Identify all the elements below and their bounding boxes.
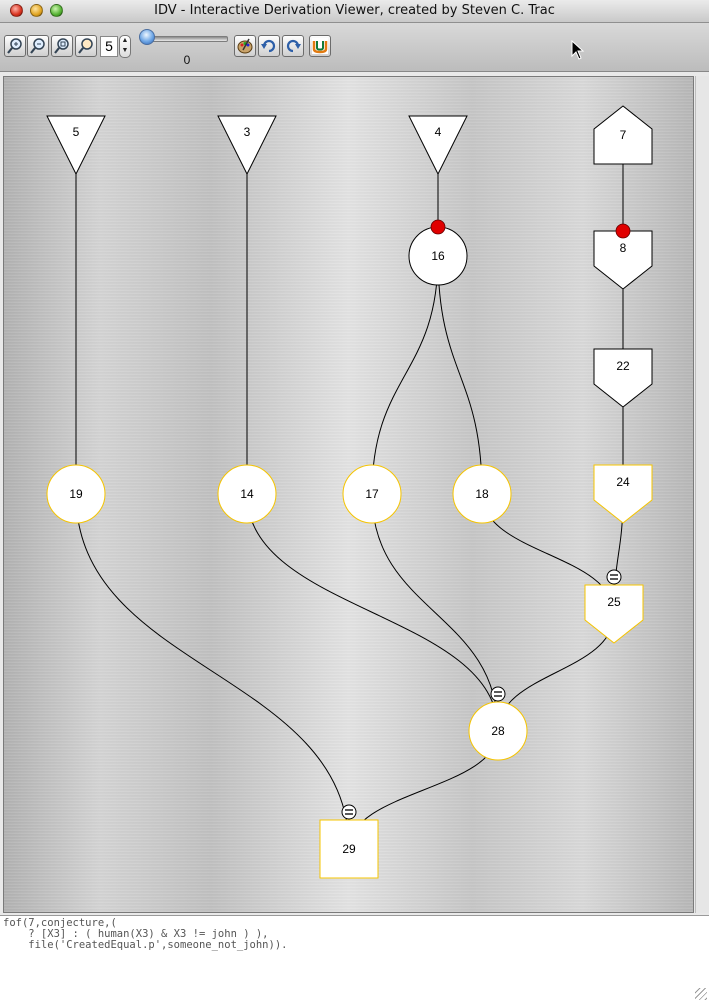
node-shape-circle [342,464,402,524]
node-18[interactable]: 18 [452,464,512,524]
red-marker-icon [430,219,446,235]
nodes-layer: 5 3 4 7 16 8 22 19 14 17 18 24 25 28 29 [46,105,653,879]
stepper-down-icon[interactable]: ▼ [121,47,129,54]
undo-icon [261,39,276,53]
node-22[interactable]: 22 [593,348,653,408]
redo-button[interactable] [282,35,304,57]
zoom-in-button[interactable] [4,35,26,57]
zoom-fit-button[interactable] [51,35,73,57]
color-palette-button[interactable] [234,35,256,57]
zoom-fit-icon [54,38,69,54]
node-shape-pentagon-down [593,230,653,290]
node-label: 4 [435,125,442,139]
node-label: 17 [365,487,379,501]
node-shape-triangle-down [46,115,106,176]
zoom-out-icon [30,38,45,54]
node-25[interactable]: 25 [584,569,644,644]
edge-n14-n28 [246,493,499,732]
canvas-scrollbar[interactable] [695,76,709,913]
node-label: 14 [240,487,254,501]
node-14[interactable]: 14 [217,464,277,524]
node-shape-pentagon-down [584,584,644,644]
node-label: 18 [475,487,489,501]
zoom-out-button[interactable] [27,35,49,57]
close-window-button[interactable] [10,4,23,17]
derivation-canvas[interactable]: 5 3 4 7 16 8 22 19 14 17 18 24 25 28 29 [3,76,694,913]
logo-icon [312,38,328,54]
undo-button[interactable] [258,35,280,57]
node-28[interactable]: 28 [468,686,528,761]
node-shape-pentagon-down [593,464,653,524]
node-shape-square [319,819,379,879]
step-slider-thumb[interactable] [139,29,155,45]
zoom-reset-button[interactable] [75,35,97,57]
mouse-pointer-icon [571,40,585,60]
node-shape-circle [452,464,512,524]
window-title: IDV - Interactive Derivation Viewer, cre… [154,3,555,18]
equality-marker-icon [341,804,357,820]
stepper-up-icon[interactable]: ▲ [121,37,129,44]
node-24[interactable]: 24 [593,464,653,524]
zoom-in-icon [7,38,22,54]
equality-marker-icon [490,686,506,702]
node-4[interactable]: 4 [408,115,468,176]
about-button[interactable] [309,35,331,57]
node-label: 25 [607,595,621,609]
node-label: 8 [620,241,627,255]
resize-grip-icon[interactable] [695,988,707,1000]
zoom-level-field[interactable]: 5 [100,36,118,57]
zoom-window-button[interactable] [50,4,63,17]
node-16[interactable]: 16 [408,219,468,286]
step-slider-track[interactable] [146,36,228,42]
node-shape-triangle-down [217,115,277,176]
node-label: 16 [431,249,445,263]
derivation-graph: 5 3 4 7 16 8 22 19 14 17 18 24 25 28 29 [46,105,653,879]
node-shape-pentagon-down [593,348,653,408]
edge-n17-n28 [371,493,499,732]
edge-n16-n18 [437,255,483,495]
title-bar: IDV - Interactive Derivation Viewer, cre… [0,0,709,23]
node-label: 19 [69,487,83,501]
node-label: 29 [342,842,356,856]
node-shape-house [593,105,653,165]
palette-icon [237,38,253,54]
node-7[interactable]: 7 [593,105,653,165]
zoom-stepper[interactable]: ▲ ▼ [119,35,131,58]
edge-n19-n29 [75,493,350,850]
node-shape-triangle-down [408,115,468,176]
node-shape-circle [217,464,277,524]
node-29[interactable]: 29 [319,804,379,879]
node-label: 5 [73,125,80,139]
node-3[interactable]: 3 [217,115,277,176]
formula-pane[interactable]: fof(7,conjecture,( ? [X3] : ( human(X3) … [0,915,709,1002]
step-slider-value: 0 [183,53,191,67]
node-label: 22 [616,359,630,373]
node-label: 3 [244,125,251,139]
node-shape-circle [468,701,528,761]
node-label: 7 [620,128,627,142]
node-5[interactable]: 5 [46,115,106,176]
node-label: 24 [616,475,630,489]
node-label: 28 [491,724,505,738]
minimize-window-button[interactable] [30,4,43,17]
node-shape-circle [46,464,106,524]
node-17[interactable]: 17 [342,464,402,524]
redo-icon [286,39,301,53]
edge-n16-n17 [371,255,439,495]
red-marker-icon [615,223,631,239]
node-8[interactable]: 8 [593,223,653,290]
formula-text: fof(7,conjecture,( ? [X3] : ( human(X3) … [3,917,288,951]
toolbar: 5 ▲ ▼ 0 [0,23,709,72]
equality-marker-icon [606,569,622,585]
zoom-reset-icon [78,38,93,54]
node-19[interactable]: 19 [46,464,106,524]
